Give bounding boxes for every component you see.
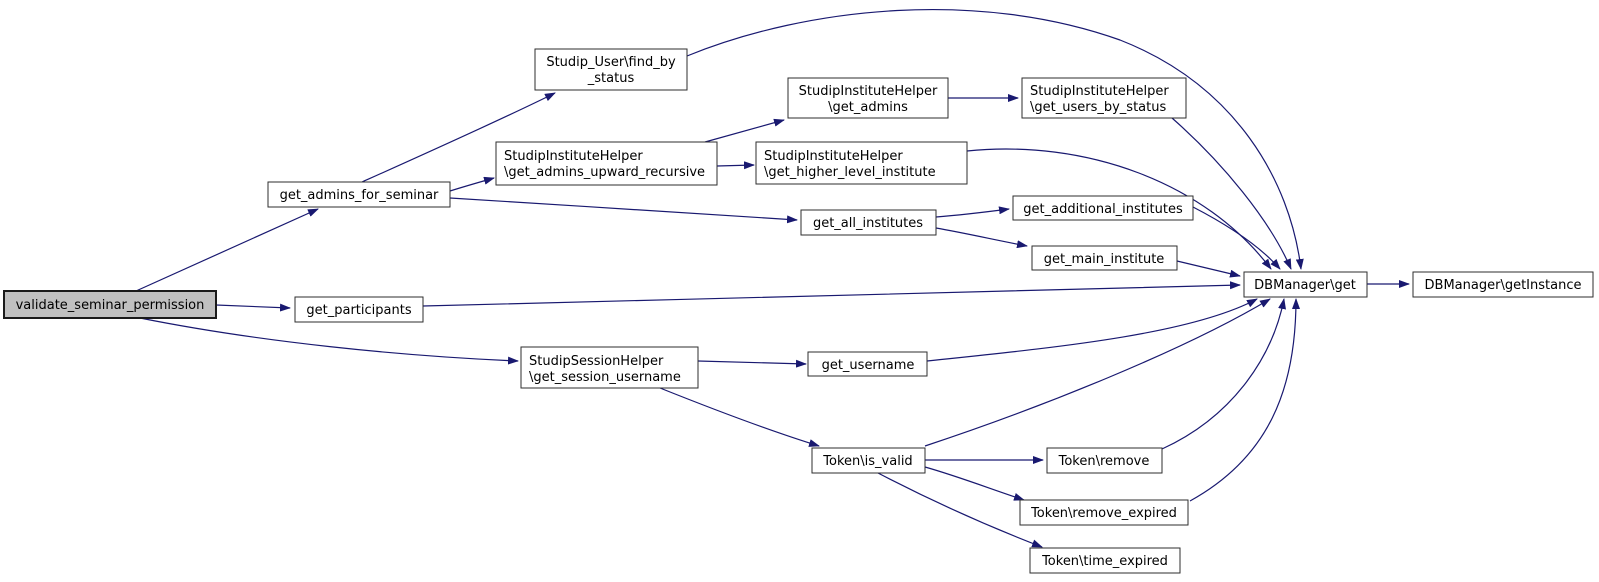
node-label-line2: _status (587, 71, 635, 86)
edge-token-is-valid-to-dbmanager-get (924, 298, 1271, 447)
node-get-session-username[interactable]: StudipSessionHelper \get_session_usernam… (520, 346, 699, 389)
node-label: validate_seminar_permission (16, 298, 205, 313)
edge-get-session-username-to-token-is-valid (659, 387, 820, 447)
node-studip-user-find-by-status[interactable]: Studip_User\find_by _status (534, 48, 688, 91)
edge-get-all-institutes-to-get-main-institute (935, 227, 1028, 249)
edge-get-all-institutes-to-get-additional-institutes (935, 206, 1010, 218)
node-label: get_admins_for_seminar (280, 188, 439, 203)
node-get-admins[interactable]: StudipInstituteHelper \get_admins (787, 77, 949, 119)
node-token-remove[interactable]: Token\remove (1046, 447, 1163, 474)
node-get-participants[interactable]: get_participants (294, 296, 424, 323)
edge-token-remove-to-dbmanager-get (1161, 298, 1286, 450)
node-dbmanager-get[interactable]: DBManager\get (1243, 271, 1368, 298)
node-label: DBManager\get (1254, 278, 1356, 293)
node-label-line2: \get_admins_upward_recursive (504, 165, 705, 180)
node-label: Token\remove_expired (1030, 506, 1177, 521)
node-label-line2: \get_users_by_status (1030, 100, 1166, 115)
edge-higher-level-institute-to-dbmanager-get (966, 148, 1272, 270)
node-token-remove-expired[interactable]: Token\remove_expired (1019, 499, 1189, 526)
node-validate-seminar-permission[interactable]: validate_seminar_permission (3, 290, 217, 319)
node-layer: validate_seminar_permission get_admins_f… (3, 48, 1594, 574)
node-label: get_main_institute (1044, 252, 1165, 267)
edge-get-admins-for-seminar-to-admins-upward-recursive (449, 176, 495, 192)
node-label-line1: StudipInstituteHelper (799, 84, 938, 99)
node-label-line1: Studip_User\find_by (546, 55, 676, 70)
node-label-line1: StudipInstituteHelper (504, 149, 643, 164)
edge-users-by-status-to-dbmanager-get (1171, 117, 1292, 270)
edge-find-by-status-to-dbmanager-get (686, 8, 1304, 270)
node-label: get_username (822, 358, 915, 373)
edge-get-username-to-dbmanager-get (926, 298, 1258, 362)
edge-admins-upward-recursive-to-higher-level-institute (716, 161, 755, 170)
node-label: Token\is_valid (822, 454, 912, 469)
node-label: get_participants (306, 303, 411, 318)
edge-validate-to-get-session-username (139, 317, 519, 365)
node-label-line2: \get_admins (828, 100, 908, 115)
node-label: Token\time_expired (1041, 554, 1168, 569)
node-get-users-by-status[interactable]: StudipInstituteHelper \get_users_by_stat… (1021, 77, 1187, 119)
node-label: Token\remove (1058, 454, 1150, 469)
edge-layer (135, 8, 1410, 548)
node-get-admins-upward-recursive[interactable]: StudipInstituteHelper \get_admins_upward… (495, 141, 718, 186)
edge-token-is-valid-to-token-remove-expired (924, 466, 1025, 501)
node-get-additional-institutes[interactable]: get_additional_institutes (1012, 195, 1194, 221)
node-token-is-valid[interactable]: Token\is_valid (811, 447, 926, 474)
edge-get-admins-for-seminar-to-get-all-institutes (449, 197, 798, 224)
node-get-higher-level-institute[interactable]: StudipInstituteHelper \get_higher_level_… (755, 141, 968, 185)
node-label-line1: StudipInstituteHelper (764, 149, 903, 164)
node-label-line2: \get_session_username (529, 370, 681, 385)
node-get-all-institutes[interactable]: get_all_institutes (800, 209, 937, 236)
edge-admins-upward-recursive-to-get-admins (704, 118, 785, 143)
node-label: DBManager\getInstance (1425, 278, 1582, 293)
edge-token-remove-expired-to-dbmanager-get (1189, 298, 1300, 502)
node-get-main-institute[interactable]: get_main_institute (1031, 245, 1178, 271)
node-token-time-expired[interactable]: Token\time_expired (1029, 547, 1181, 574)
node-get-username[interactable]: get_username (807, 351, 928, 377)
node-label: get_additional_institutes (1023, 202, 1183, 217)
node-dbmanager-getinstance[interactable]: DBManager\getInstance (1412, 271, 1594, 298)
node-label-line1: StudipInstituteHelper (1030, 84, 1169, 99)
node-label-line2: \get_higher_level_institute (764, 165, 936, 180)
edge-get-admins-for-seminar-to-find-by-status (361, 92, 556, 183)
edge-token-is-valid-to-token-time-expired (877, 472, 1043, 548)
node-label: get_all_institutes (813, 216, 923, 231)
edge-get-main-institute-to-dbmanager-get (1176, 260, 1241, 278)
edge-validate-to-get-participants (215, 303, 291, 312)
edge-get-session-username-to-get-username (697, 359, 807, 368)
edge-get-participants-to-dbmanager-get (422, 281, 1241, 307)
edge-get-additional-institutes-to-dbmanager-get (1192, 206, 1281, 270)
node-get-admins-for-seminar[interactable]: get_admins_for_seminar (267, 181, 451, 208)
node-label-line1: StudipSessionHelper (529, 354, 664, 369)
edge-validate-to-get-admins-for-seminar (135, 208, 319, 292)
